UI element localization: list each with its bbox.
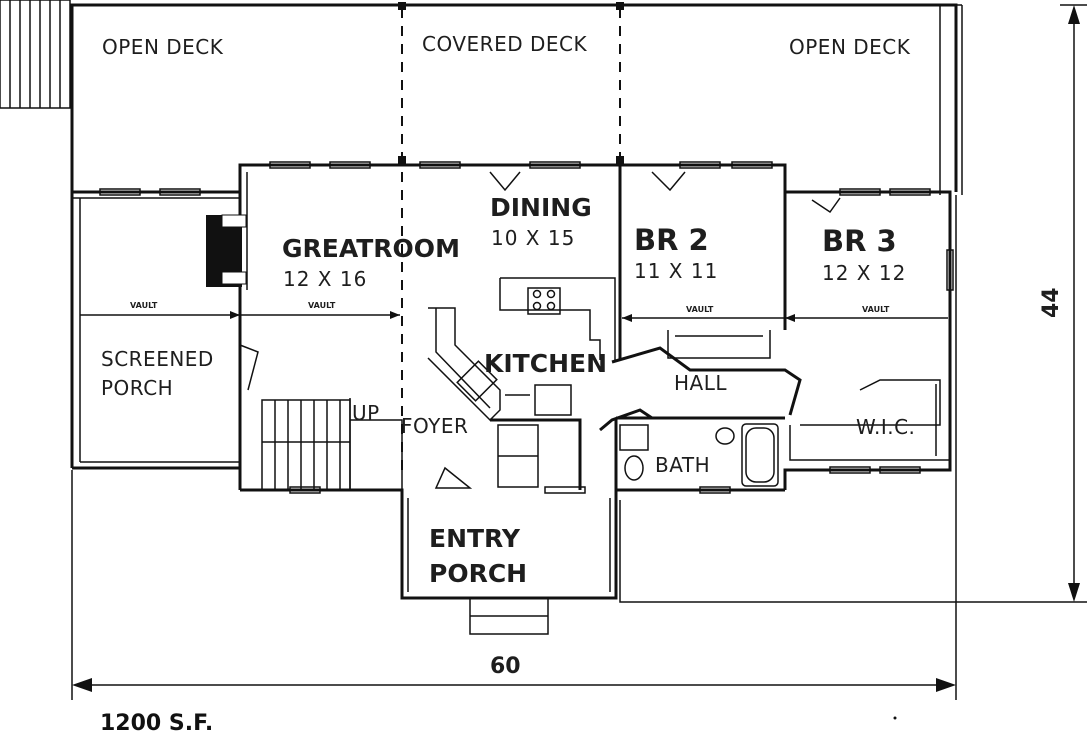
open-deck-left-label: OPEN DECK	[102, 35, 224, 59]
deck-outline	[70, 3, 963, 195]
depth-dimension	[1060, 4, 1087, 602]
up-label: UP	[352, 401, 380, 425]
foyer-label: FOYER	[401, 414, 468, 438]
interior-partitions	[490, 330, 950, 490]
vault-tag-greatroom: VAULT	[308, 301, 336, 310]
vault-lines	[80, 311, 948, 322]
screened-porch-label-2: PORCH	[101, 376, 173, 400]
kitchen-label: KITCHEN	[484, 349, 607, 378]
open-deck-right-label: OPEN DECK	[789, 35, 911, 59]
interior-stairs	[261, 398, 403, 491]
br3-label: BR 3	[822, 224, 897, 258]
greatroom-label: GREATROOM	[282, 234, 460, 263]
greatroom-size: 12 X 16	[283, 267, 367, 291]
entry-porch-label-1: ENTRY	[429, 524, 521, 553]
total-area-label: 1200 S.F.	[100, 711, 213, 736]
covered-deck-lines	[398, 2, 624, 470]
vault-tag-br3: VAULT	[862, 305, 890, 314]
house-walls	[70, 163, 1087, 635]
wic-label: W.I.C.	[856, 415, 915, 439]
fireplace	[206, 214, 247, 287]
vault-tag-porch: VAULT	[130, 301, 158, 310]
dining-size: 10 X 15	[491, 226, 575, 250]
br2-size: 11 X 11	[634, 259, 718, 283]
kitchen-counters	[427, 277, 616, 422]
depth-dimension-label: 44	[1039, 287, 1064, 318]
deck-stairs	[0, 0, 71, 109]
hall-label: HALL	[674, 371, 727, 395]
br2-label: BR 2	[634, 223, 709, 257]
vault-tag-br2: VAULT	[686, 305, 714, 314]
covered-deck-label: COVERED DECK	[422, 32, 587, 56]
width-dimension-label: 60	[490, 654, 521, 679]
bath-label: BATH	[655, 453, 710, 477]
width-dimension	[71, 470, 957, 700]
entry-porch-label-2: PORCH	[429, 559, 527, 588]
doors	[239, 171, 841, 489]
windows	[99, 161, 954, 494]
br3-size: 12 X 12	[822, 261, 906, 285]
dining-label: DINING	[490, 193, 592, 222]
screened-porch-label-1: SCREENED	[101, 347, 214, 371]
